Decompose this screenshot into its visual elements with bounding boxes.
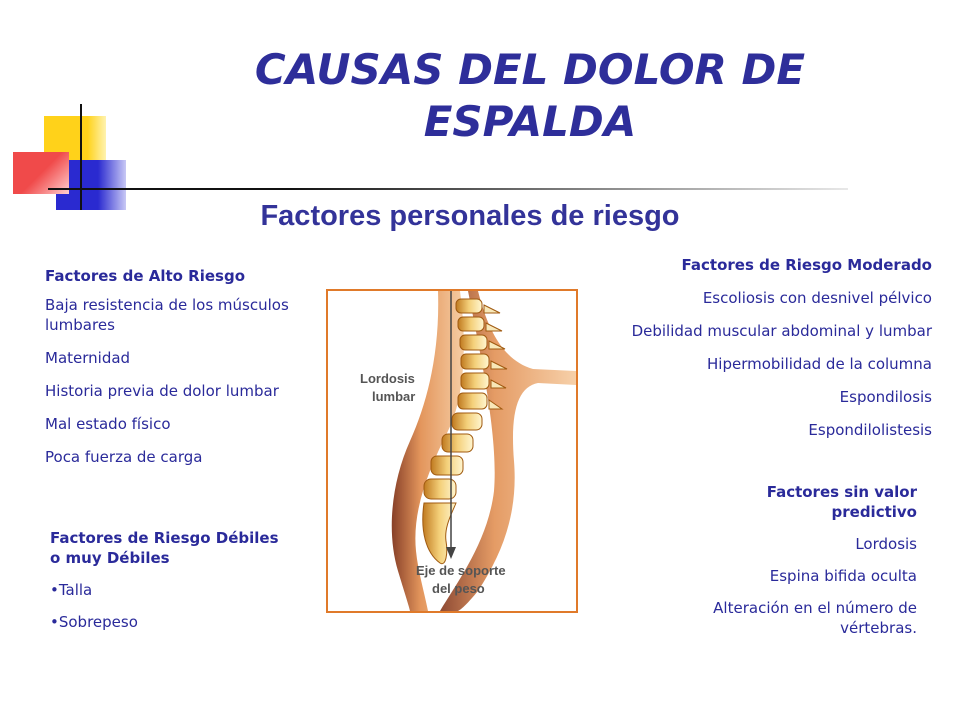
no-predictive-item: Lordosis (855, 535, 917, 553)
axis-label-line1: Eje de soporte (416, 563, 506, 578)
weight-axis-arrowhead (446, 547, 456, 559)
moderate-risk-section: Factores de Riesgo Moderado Escoliosis c… (590, 255, 932, 440)
deco-horizontal-line (48, 188, 848, 190)
moderate-risk-heading: Factores de Riesgo Moderado (681, 256, 932, 274)
spine-illustration: Lordosis lumbar Eje de soporte del peso (326, 289, 578, 613)
high-risk-heading: Factores de Alto Riesgo (45, 267, 245, 285)
high-risk-item: Maternidad (45, 349, 131, 367)
sacrum (422, 502, 457, 565)
lordosis-label-line1: Lordosis (360, 371, 415, 386)
no-predictive-section: Factores sin valor predictivo Lordosis E… (690, 482, 917, 638)
back-outline (440, 291, 576, 611)
high-risk-item: Historia previa de dolor lumbar (45, 382, 279, 400)
weak-risk-heading: Factores de Riesgo Débiles o muy Débiles (50, 529, 279, 567)
moderate-risk-item: Escoliosis con desnivel pélvico (702, 289, 932, 307)
page-title: CAUSAS DEL DOLOR DE ESPALDA (254, 45, 806, 146)
deco-vertical-line (80, 104, 82, 210)
moderate-risk-item: Hipermobilidad de la columna (707, 355, 932, 373)
axis-label-line2: del peso (432, 581, 485, 596)
weak-risk-item: •Sobrepeso (50, 613, 138, 631)
moderate-risk-item: Debilidad muscular abdominal y lumbar (631, 322, 932, 340)
high-risk-item: Baja resistencia de los músculos lumbare… (45, 296, 289, 334)
lordosis-label-line2: lumbar (372, 389, 415, 404)
no-predictive-item: Espina bifida oculta (769, 567, 917, 585)
high-risk-item: Poca fuerza de carga (45, 448, 203, 466)
no-predictive-heading: Factores sin valor predictivo (766, 483, 917, 521)
deco-red-square (13, 152, 69, 194)
page-subtitle: Factores personales de riesgo (260, 200, 680, 232)
spine-svg: Lordosis lumbar Eje de soporte del peso (360, 291, 576, 611)
weak-risk-section: Factores de Riesgo Débiles o muy Débiles… (50, 528, 290, 632)
no-predictive-item: Alteración en el número de vértebras. (713, 599, 917, 637)
weak-risk-item: •Talla (50, 581, 93, 599)
body-outline (391, 291, 464, 611)
moderate-risk-item: Espondilolistesis (808, 421, 932, 439)
vertebrae (423, 298, 490, 500)
high-risk-section: Factores de Alto Riesgo Baja resistencia… (45, 266, 320, 467)
spinous-processes (483, 304, 508, 410)
high-risk-item: Mal estado físico (45, 415, 171, 433)
moderate-risk-item: Espondilosis (839, 388, 932, 406)
